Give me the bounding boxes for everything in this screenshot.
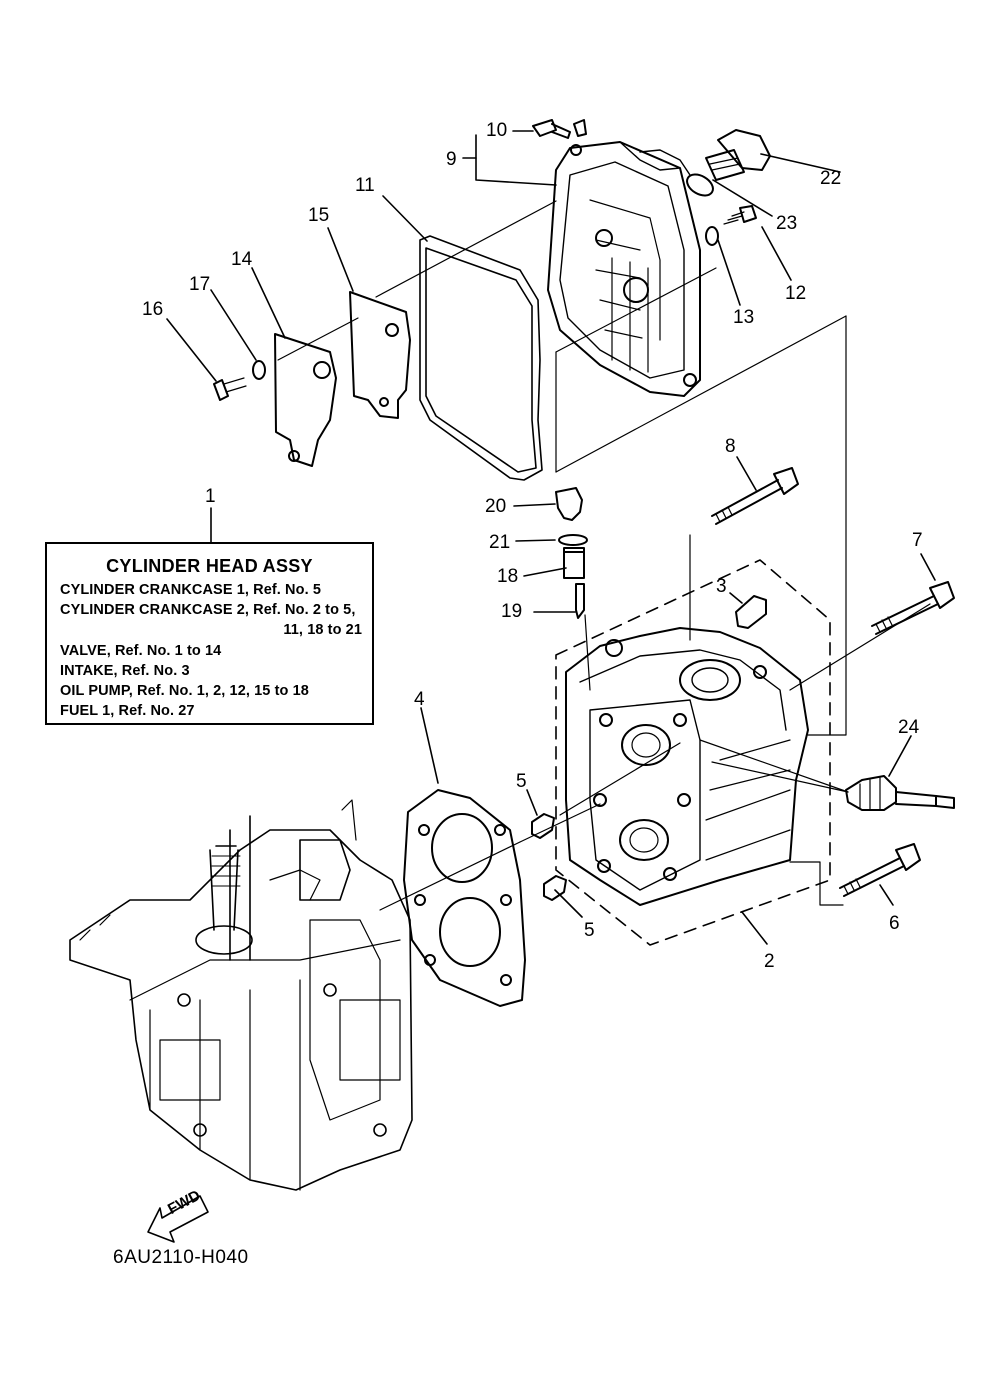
fwd-arrow-icon bbox=[147, 1195, 209, 1243]
callout-19: 19 bbox=[501, 601, 523, 622]
washer-17 bbox=[252, 360, 266, 380]
dowel-5-upper bbox=[531, 813, 555, 839]
assembly-info-box: CYLINDER HEAD ASSY CYLINDER CRANKCASE 1,… bbox=[45, 542, 374, 725]
cylinder-head-cover bbox=[547, 141, 701, 397]
bolt-8 bbox=[711, 467, 799, 525]
callout-12: 12 bbox=[785, 283, 807, 304]
callout-2: 2 bbox=[764, 951, 775, 972]
plug-3 bbox=[735, 595, 767, 629]
bolt-12 bbox=[723, 205, 757, 225]
o-ring-21 bbox=[558, 534, 588, 546]
diagram-code: 6AU2110-H040 bbox=[113, 1247, 249, 1268]
bolt-10 bbox=[532, 119, 587, 139]
plate-15-hole bbox=[385, 323, 399, 337]
callout-5-upper: 5 bbox=[516, 771, 527, 792]
callout-14: 14 bbox=[231, 249, 253, 270]
gasket-11 bbox=[419, 235, 543, 481]
callout-20: 20 bbox=[485, 496, 507, 517]
callout-4: 4 bbox=[414, 689, 425, 710]
spark-plug-24 bbox=[845, 775, 955, 811]
head-gasket-4 bbox=[403, 789, 526, 1007]
plate-15-hole bbox=[379, 397, 389, 407]
info-box-line: CYLINDER CRANKCASE 1, Ref. No. 5 bbox=[60, 582, 322, 598]
info-box-line: 11, 18 to 21 bbox=[283, 622, 362, 638]
o-ring-23 bbox=[686, 173, 714, 197]
info-box-title: CYLINDER HEAD ASSY bbox=[106, 556, 313, 576]
info-box-line: VALVE, Ref. No. 1 to 14 bbox=[60, 643, 222, 659]
washer-13 bbox=[705, 226, 719, 246]
callout-7: 7 bbox=[912, 530, 923, 551]
plate-14-hole bbox=[288, 450, 300, 462]
info-box-line: OIL PUMP, Ref. No. 1, 2, 12, 15 to 18 bbox=[60, 683, 309, 699]
callout-6: 6 bbox=[889, 913, 900, 934]
cylinder-head-2 bbox=[565, 627, 809, 906]
collar-18 bbox=[563, 547, 585, 579]
plate-14-hole bbox=[313, 361, 331, 379]
plate-14 bbox=[274, 333, 337, 467]
callout-8: 8 bbox=[725, 436, 736, 457]
callout-17: 17 bbox=[189, 274, 211, 295]
part-2-dashed-outline bbox=[555, 559, 831, 946]
callout-22: 22 bbox=[820, 168, 842, 189]
callout-5-lower: 5 bbox=[584, 920, 595, 941]
callout-15: 15 bbox=[308, 205, 330, 226]
oil-filler-cap-22 bbox=[705, 129, 771, 181]
bolt-6 bbox=[839, 843, 921, 897]
callout-24: 24 bbox=[898, 717, 920, 738]
dowel-5-lower bbox=[543, 875, 567, 901]
callout-16: 16 bbox=[142, 299, 164, 320]
callout-13: 13 bbox=[733, 307, 755, 328]
plate-15 bbox=[349, 291, 411, 419]
callout-21: 21 bbox=[489, 532, 511, 553]
info-box-line: FUEL 1, Ref. No. 27 bbox=[60, 703, 195, 719]
bolt-7 bbox=[871, 581, 955, 635]
callout-11: 11 bbox=[355, 175, 375, 196]
callout-3: 3 bbox=[716, 576, 727, 597]
callout-1: 1 bbox=[205, 486, 216, 507]
plug-bolt-20 bbox=[555, 487, 583, 521]
cylinder-block bbox=[69, 799, 413, 1191]
info-box-line: CYLINDER CRANKCASE 2, Ref. No. 2 to 5, bbox=[60, 602, 356, 618]
leader-lines bbox=[166, 130, 936, 945]
callout-10: 10 bbox=[486, 120, 508, 141]
callout-23: 23 bbox=[776, 213, 798, 234]
info-box-line: INTAKE, Ref. No. 3 bbox=[60, 663, 190, 679]
screw-16 bbox=[213, 377, 247, 401]
callout-9: 9 bbox=[446, 149, 457, 170]
pin-19 bbox=[575, 583, 585, 619]
callout-18: 18 bbox=[497, 566, 519, 587]
